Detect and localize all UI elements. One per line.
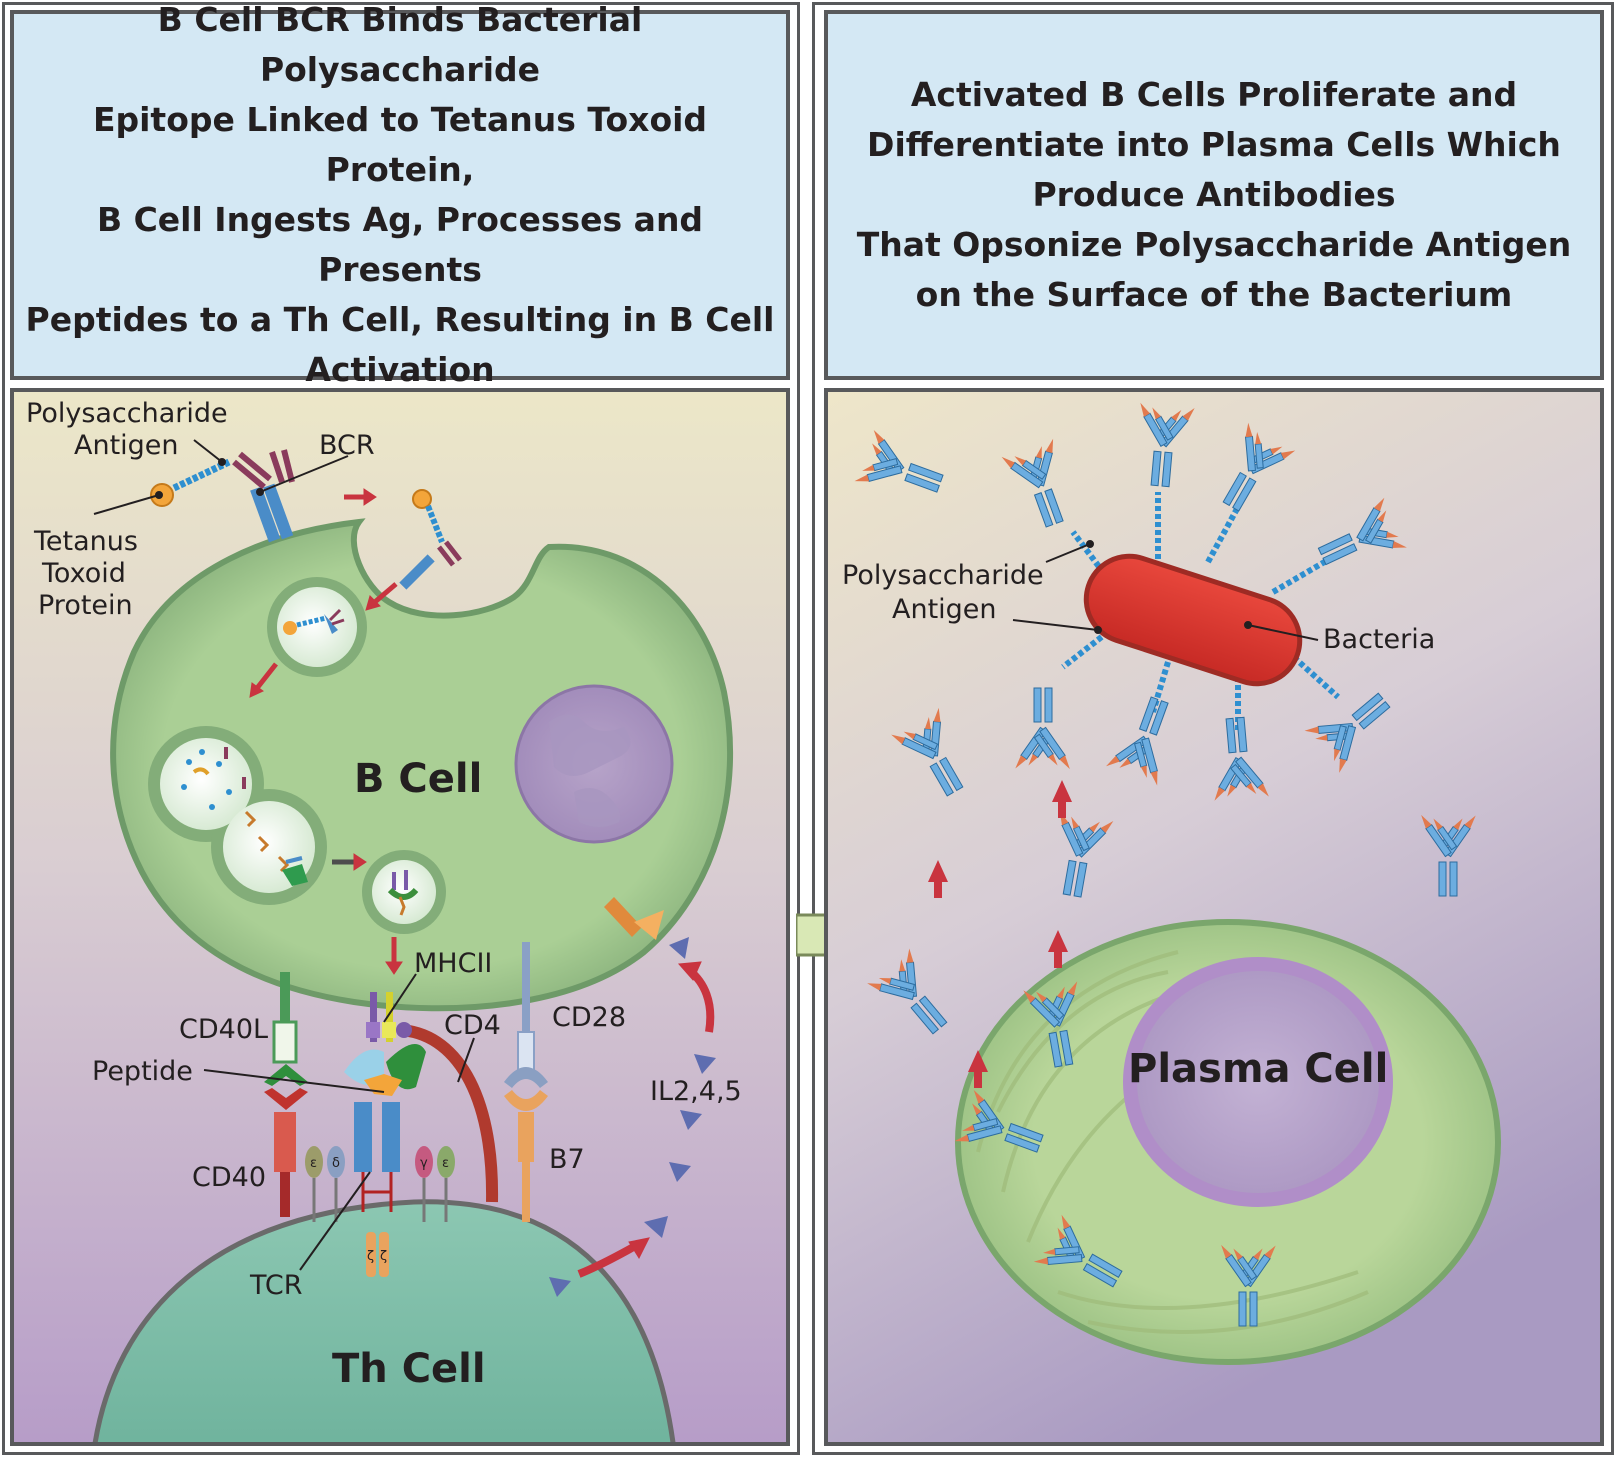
label-peptide: Peptide	[92, 1056, 193, 1087]
internalization-arrows	[249, 488, 403, 975]
internalizing-bcr	[399, 489, 462, 590]
cytokines	[549, 937, 716, 1297]
label-epsilon-2: ε	[442, 1156, 449, 1171]
leader-lines	[93, 439, 475, 1271]
label-th-cell: Th Cell	[332, 1346, 486, 1392]
label-cd40: CD40	[192, 1162, 266, 1193]
label-tetanus-line3: Protein	[38, 590, 133, 621]
secretion-arrows	[928, 780, 1072, 1088]
label-cd4: CD4	[444, 1010, 501, 1041]
bcr-receptor	[232, 449, 295, 543]
label-epsilon-1: ε	[310, 1156, 317, 1171]
endosome-1	[277, 587, 357, 667]
cytokine-arrows	[577, 961, 715, 1278]
left-title-box: B Cell BCR Binds Bacterial Polysaccharid…	[10, 0, 790, 389]
cd3-chains	[305, 1146, 455, 1222]
plasma-cell-nucleus	[1123, 957, 1393, 1207]
right-leader-lines	[1012, 540, 1319, 641]
label-r-polysaccharide-line2: Antigen	[892, 594, 997, 625]
lysosome	[160, 738, 252, 830]
label-il: IL2,4,5	[650, 1076, 742, 1107]
b-cell-activation-diagram: Polysaccharide Antigen BCR Tetanus Toxoi…	[14, 392, 786, 1442]
label-polysaccharide-line2: Antigen	[74, 430, 179, 461]
label-b7: B7	[549, 1144, 585, 1175]
label-r-polysaccharide-line1: Polysaccharide	[842, 560, 1044, 591]
plasma-cell-opsonization-diagram: Polysaccharide Antigen Bacteria Plasma C…	[828, 392, 1600, 1442]
mhcii-tcr-complex	[344, 992, 426, 1277]
label-b-cell: B Cell	[354, 756, 482, 802]
right-title: Activated B Cells Proliferate and Differ…	[856, 75, 1572, 314]
label-tetanus-line2: Toxoid	[41, 558, 126, 589]
mhcii-loading	[282, 856, 308, 886]
nucleus-texture	[549, 714, 631, 827]
label-cd28: CD28	[552, 1002, 626, 1033]
cd40l-cd40-pair	[264, 972, 308, 1217]
right-title-box: Activated B Cells Proliferate and Differ…	[824, 10, 1604, 380]
label-delta: δ	[332, 1156, 340, 1171]
right-scene: Polysaccharide Antigen Bacteria Plasma C…	[824, 388, 1604, 1446]
label-zeta-2: ζ	[380, 1249, 387, 1264]
label-plasma-cell: Plasma Cell	[1128, 1046, 1388, 1092]
degraded-fragments	[181, 747, 290, 873]
left-scene: Polysaccharide Antigen BCR Tetanus Toxoi…	[10, 388, 790, 1446]
label-cd40l: CD40L	[179, 1014, 268, 1045]
th-cell-body	[92, 1199, 676, 1442]
vesicle-mhcii	[387, 870, 419, 916]
endosome-1-antigen	[283, 608, 345, 635]
label-mhcii: MHCII	[414, 948, 492, 979]
label-tetanus-line1: Tetanus	[33, 526, 138, 557]
mhcii-vesicle	[372, 860, 436, 924]
label-polysaccharide-line1: Polysaccharide	[26, 398, 228, 429]
label-bcr: BCR	[319, 430, 375, 461]
label-tcr: TCR	[249, 1270, 303, 1301]
left-title: B Cell BCR Binds Bacterial Polysaccharid…	[25, 0, 775, 389]
cd28-b7-pair	[504, 942, 548, 1222]
bacterium	[1083, 553, 1303, 687]
label-gamma: γ	[420, 1156, 428, 1171]
il-receptor	[604, 897, 664, 940]
label-zeta-1: ζ	[367, 1249, 374, 1264]
label-bacteria: Bacteria	[1323, 624, 1435, 655]
cd4-coreceptor	[396, 1022, 499, 1203]
